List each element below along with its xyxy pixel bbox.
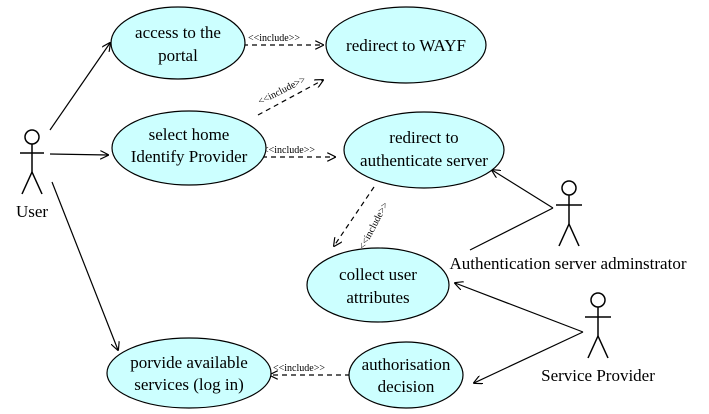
association-sp-authorisation (474, 331, 584, 383)
use-case-collect-attributes: collect user attributes (306, 247, 450, 323)
use-case-label-line: decision (378, 377, 435, 396)
use-case-label-line: authorisation (362, 355, 451, 374)
actor-user: User (16, 129, 48, 221)
stereotype-label: <<include>> (263, 145, 315, 156)
association-user-select-home (49, 154, 108, 155)
include-dependencies (243, 45, 375, 375)
use-case-label-line: Identify Provider (131, 147, 248, 166)
use-case-redirect-wayf: redirect to WAYF (325, 6, 487, 84)
stick-figure-icon (556, 180, 582, 247)
include-redirect-auth-to-collect (334, 186, 375, 246)
actor-label: User (16, 202, 48, 221)
association-user-access-portal (49, 43, 110, 131)
associations (49, 43, 584, 383)
association-sp-collect (455, 283, 584, 333)
include-select-to-wayf (257, 80, 323, 116)
use-case-label-line: services (log in) (134, 375, 244, 394)
use-case-authorisation-decision: authorisation decision (348, 341, 464, 409)
use-case-access-portal: access to the portal (110, 6, 246, 80)
stick-figure-icon (585, 292, 611, 359)
use-case-label-line: attributes (346, 288, 409, 307)
stereotype-labels: <<include>> <<include>> <<include>> <<in… (248, 33, 391, 374)
use-case-label-line: porvide available (130, 353, 248, 372)
use-case-label-line: redirect to (389, 128, 458, 147)
stereotype-label: <<include>> (357, 200, 391, 251)
actor-label: Service Provider (541, 366, 655, 385)
use-case-select-home: select home Identify Provider (111, 110, 267, 186)
association-admin-collect (469, 207, 554, 251)
association-admin-redirect-auth (492, 170, 554, 209)
use-case-label-line: portal (158, 46, 198, 65)
use-case-label-line: collect user (339, 265, 417, 284)
use-case-label-line: select home (149, 125, 230, 144)
use-case-label-line: redirect to WAYF (346, 36, 466, 55)
use-case-label-line: authenticate server (360, 151, 488, 170)
use-case-provide-services: porvide available services (log in) (106, 337, 272, 409)
actor-auth-server-admin: Authentication server adminstrator (450, 180, 687, 273)
use-case-redirect-auth: redirect to authenticate server (343, 111, 505, 189)
actor-label: Authentication server adminstrator (450, 254, 687, 273)
stick-figure-icon (20, 129, 44, 195)
actor-service-provider: Service Provider (541, 292, 655, 385)
stereotype-label: <<include>> (273, 363, 325, 374)
use-case-label-line: access to the (135, 23, 221, 42)
association-user-provide-services (51, 181, 118, 350)
stereotype-label: <<include>> (248, 33, 300, 44)
